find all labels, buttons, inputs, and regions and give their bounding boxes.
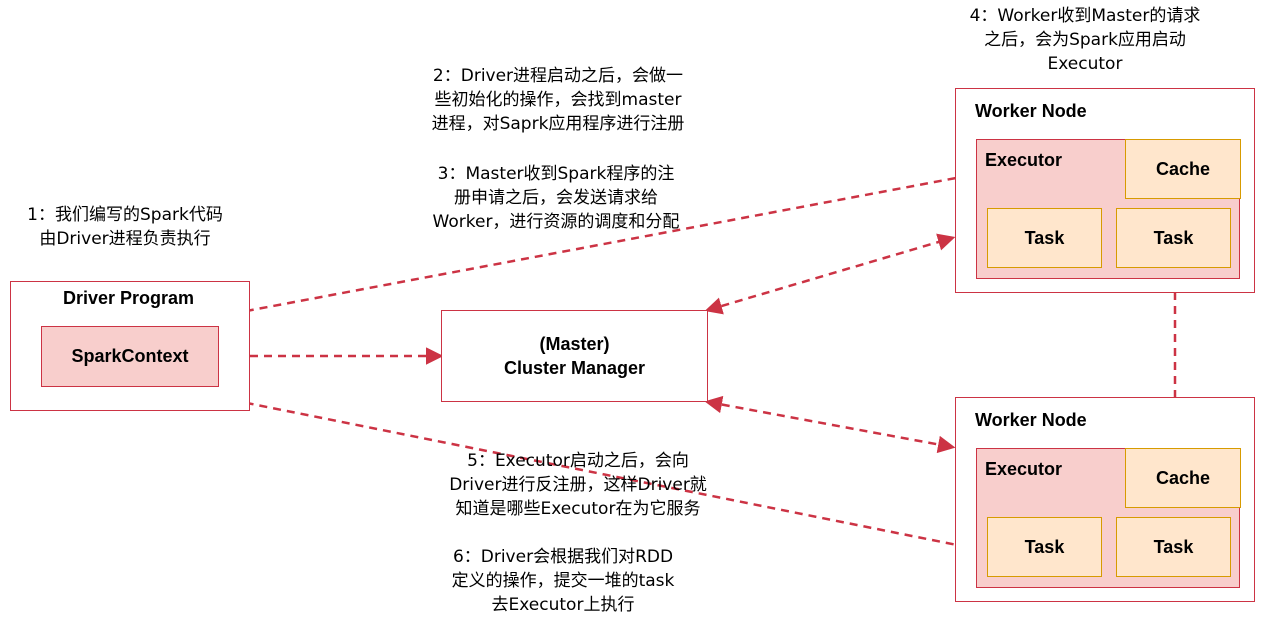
arrow-master-worker2: [704, 395, 956, 454]
driver-program-title: Driver Program: [63, 288, 195, 308]
note-step-6: 6：Driver会根据我们对RDD 定义的操作，提交一堆的task 去Execu…: [451, 547, 675, 615]
executor-label: Executor: [985, 459, 1063, 479]
arrow-master-worker1: [704, 233, 956, 315]
worker-node-2: Worker Node Executor Cache Task Task: [955, 397, 1255, 602]
executor-box: Executor Cache Task Task: [976, 448, 1241, 588]
task-box: Task: [1116, 517, 1231, 577]
note-step-2: 2：Driver进程启动之后，会做一 些初始化的操作，会找到master 进程，…: [431, 66, 685, 134]
cluster-manager-box: (Master) Cluster Manager: [441, 310, 708, 402]
task-box: Task: [987, 208, 1102, 268]
spark-context-box: SparkContext: [41, 326, 219, 387]
cache-box: Cache: [1125, 139, 1241, 199]
task-box: Task: [987, 517, 1102, 577]
executor-box: Executor Cache Task Task: [976, 139, 1241, 279]
driver-program-box: Driver Program SparkContext: [10, 281, 250, 411]
worker-node-1: Worker Node Executor Cache Task Task: [955, 88, 1255, 293]
arrow-driver-executor1: [173, 168, 976, 331]
note-step-5: 5：Executor启动之后，会向 Driver进行反注册，这样Driver就 …: [449, 451, 707, 519]
note-step-4: 4：Worker收到Master的请求 之后，会为Spark应用启动 Execu…: [969, 6, 1201, 74]
task-box: Task: [1116, 208, 1231, 268]
executor-label: Executor: [985, 150, 1063, 170]
master-label: (Master): [539, 334, 610, 354]
worker-node-title: Worker Node: [975, 101, 1087, 121]
note-step-1: 1：我们编写的Spark代码 由Driver进程负责执行: [27, 205, 223, 249]
cache-box: Cache: [1125, 448, 1241, 508]
arrow-sparkcontext-executor2: [173, 383, 976, 554]
worker-node-title: Worker Node: [975, 410, 1087, 430]
note-step-3: 3：Master收到Spark程序的注 册申请之后，会发送请求给 Worker，…: [432, 164, 680, 232]
cluster-manager-label: Cluster Manager: [503, 358, 646, 378]
